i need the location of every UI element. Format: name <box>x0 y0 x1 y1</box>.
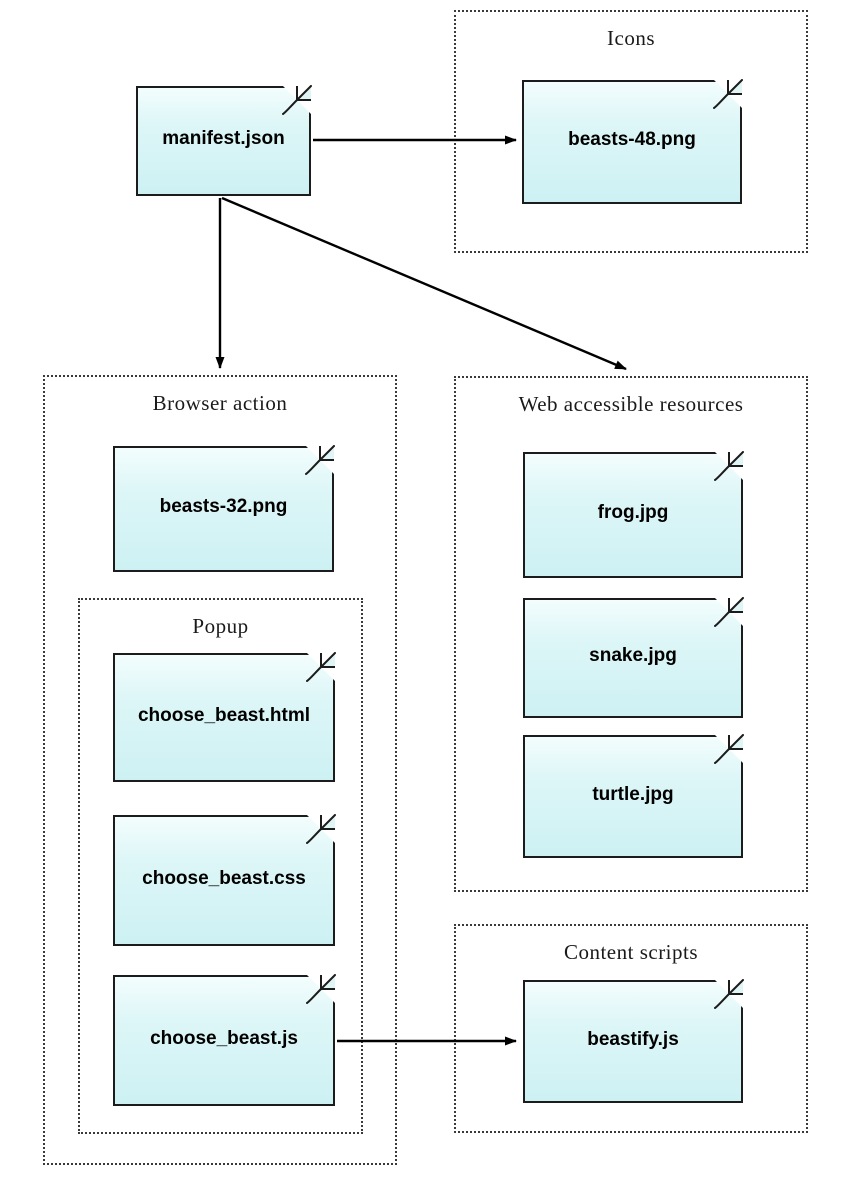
group-popup: Popup <box>78 598 363 1134</box>
group-title-web-accessible-resources: Web accessible resources <box>518 392 744 416</box>
file-shape <box>113 446 334 572</box>
group-web-accessible-resources: Web accessible resources <box>454 376 808 892</box>
group-title-popup: Popup <box>192 614 249 638</box>
file-shape <box>136 86 311 196</box>
file-shape <box>113 653 335 782</box>
file-shape <box>113 815 335 946</box>
file-shape <box>523 598 743 718</box>
node-beasts-48-png[interactable]: beasts-48.png <box>522 79 743 204</box>
group-browser-action: Browser action <box>43 375 397 1165</box>
node-beastify-js[interactable]: beastify.js <box>523 979 744 1103</box>
node-frog-jpg[interactable]: frog.jpg <box>523 451 744 578</box>
node-choose-beast-js[interactable]: choose_beast.js <box>113 974 336 1106</box>
node-label: choose_beast.js <box>150 1027 298 1049</box>
node-label: snake.jpg <box>589 645 677 666</box>
file-shape <box>523 980 743 1103</box>
file-shape <box>523 452 743 578</box>
group-content-scripts: Content scripts <box>454 924 808 1133</box>
node-manifest-json[interactable]: manifest.json <box>136 85 312 196</box>
node-turtle-jpg[interactable]: turtle.jpg <box>523 734 744 858</box>
group-icons: Icons <box>454 10 808 253</box>
file-shape <box>113 975 335 1106</box>
node-choose-beast-css[interactable]: choose_beast.css <box>113 814 336 946</box>
node-choose-beast-html[interactable]: choose_beast.html <box>113 652 336 782</box>
node-label: choose_beast.css <box>142 867 306 889</box>
group-title-icons: Icons <box>607 26 655 50</box>
file-shape <box>522 80 742 204</box>
group-title-content-scripts: Content scripts <box>563 940 699 964</box>
node-label: choose_beast.html <box>137 704 311 726</box>
group-title-browser-action: Browser action <box>152 391 288 415</box>
node-label: beasts-48.png <box>568 129 696 150</box>
node-label: beastify.js <box>587 1028 679 1050</box>
node-label: frog.jpg <box>597 502 669 523</box>
node-label: beasts-32.png <box>159 496 288 517</box>
node-beasts-32-png[interactable]: beasts-32.png <box>113 445 335 572</box>
node-label: turtle.jpg <box>592 783 674 805</box>
node-snake-jpg[interactable]: snake.jpg <box>523 597 744 718</box>
node-label: manifest.json <box>162 128 285 149</box>
file-shape <box>523 735 743 858</box>
